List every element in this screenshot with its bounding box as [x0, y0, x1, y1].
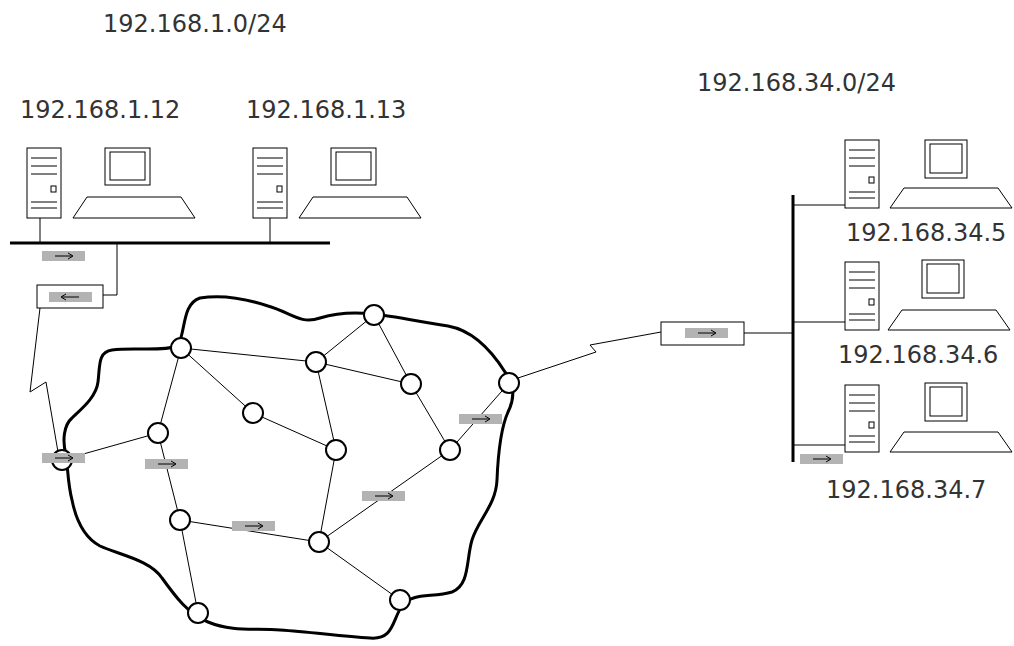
lan-wiring [518, 195, 845, 462]
ip-address-label: 192.168.1.12 [20, 96, 180, 124]
computer-icon [27, 148, 195, 218]
ip-address-label: 192.168.34.0/24 [697, 69, 896, 97]
network-link [62, 315, 509, 613]
network-cloud [64, 297, 513, 638]
computer-icon [845, 260, 1010, 330]
lan-wiring [10, 218, 330, 452]
router-node [52, 305, 519, 623]
computer-icon [845, 140, 1012, 208]
packet [42, 251, 843, 531]
router-box [661, 322, 744, 345]
router-box [37, 285, 103, 308]
ip-address-label: 192.168.1.0/24 [103, 10, 287, 38]
ip-address-label: 192.168.34.5 [846, 219, 1006, 247]
computer-icon [845, 383, 1012, 452]
computer-icon [253, 148, 421, 218]
ip-address-label: 192.168.34.7 [826, 476, 986, 504]
ip-address-label: 192.168.1.13 [246, 96, 406, 124]
ip-address-label: 192.168.34.6 [838, 341, 998, 369]
